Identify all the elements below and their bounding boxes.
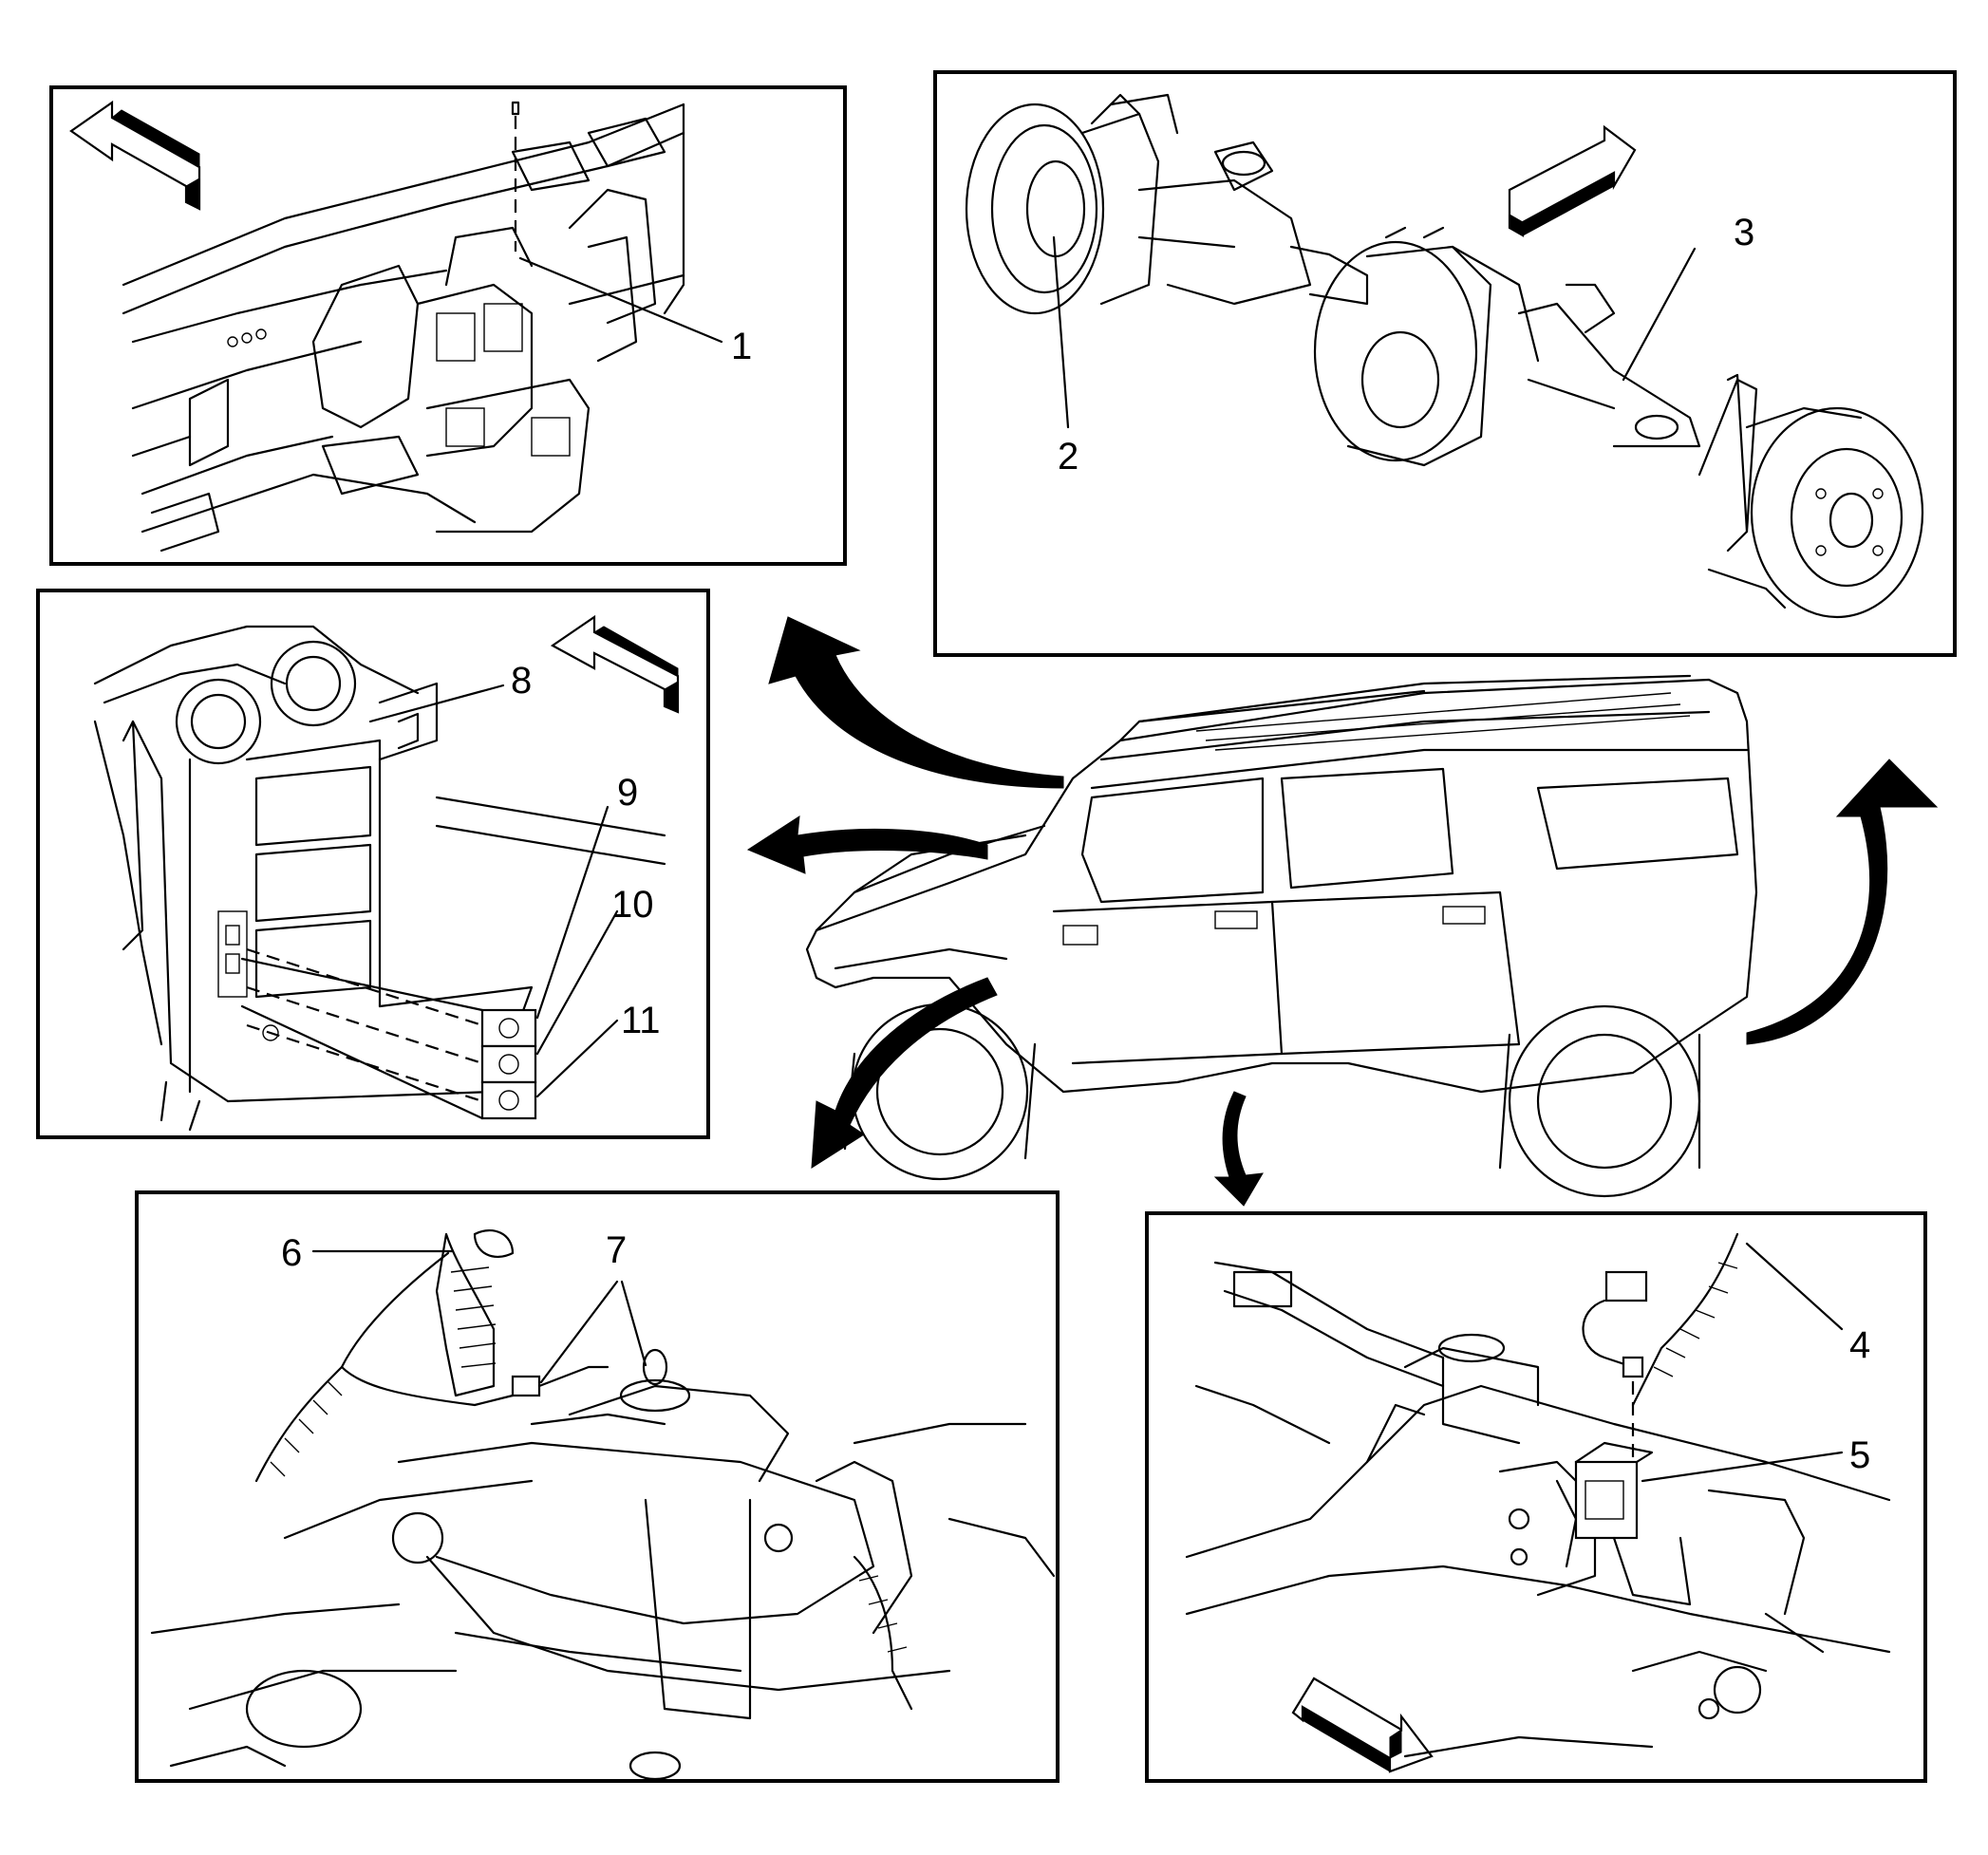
instrument-panel-structure xyxy=(122,103,685,553)
front-arrow-icon xyxy=(1291,1677,1434,1773)
callout-6: 6 xyxy=(281,1232,302,1274)
front-arrow-icon xyxy=(550,614,680,714)
arrow-to-center-stack xyxy=(746,815,988,874)
fastener-1 xyxy=(511,101,520,252)
callout-4: 4 xyxy=(1849,1324,1870,1366)
callout-9: 9 xyxy=(617,772,638,814)
callout-8: 8 xyxy=(511,660,532,702)
panel-instrument-panel-top: 1 xyxy=(49,85,847,566)
panel-rear-frame: 4 5 xyxy=(1145,1211,1927,1783)
callout-3: 3 xyxy=(1734,212,1754,253)
callout-10: 10 xyxy=(611,884,654,926)
frame-structure xyxy=(1185,1232,1891,1758)
arrow-to-front-suspension xyxy=(811,977,998,1169)
callout-5: 5 xyxy=(1849,1434,1870,1476)
arrow-to-instrument-panel-top xyxy=(768,616,1064,789)
suspension-structure xyxy=(150,1229,1056,1781)
callout-11: 11 xyxy=(621,1000,661,1041)
arrow-to-rear-frame xyxy=(1213,1091,1264,1207)
panel-rear-axle: 2 3 xyxy=(933,70,1957,657)
vehicle-overview xyxy=(805,674,1758,1198)
panel-center-stack: 8 9 10 11 xyxy=(36,589,710,1139)
front-arrow-icon xyxy=(1508,124,1637,237)
panel-front-suspension: 6 7 xyxy=(135,1190,1060,1783)
axle-assembly xyxy=(965,93,1924,619)
callout-7: 7 xyxy=(606,1229,627,1271)
callout-2: 2 xyxy=(1058,436,1078,478)
front-arrow-icon xyxy=(69,100,201,211)
pointer-arrows xyxy=(746,616,1939,1207)
switch-stack xyxy=(240,947,537,1120)
callout-1: 1 xyxy=(731,326,752,367)
arrow-to-rear-axle xyxy=(1746,759,1939,1045)
